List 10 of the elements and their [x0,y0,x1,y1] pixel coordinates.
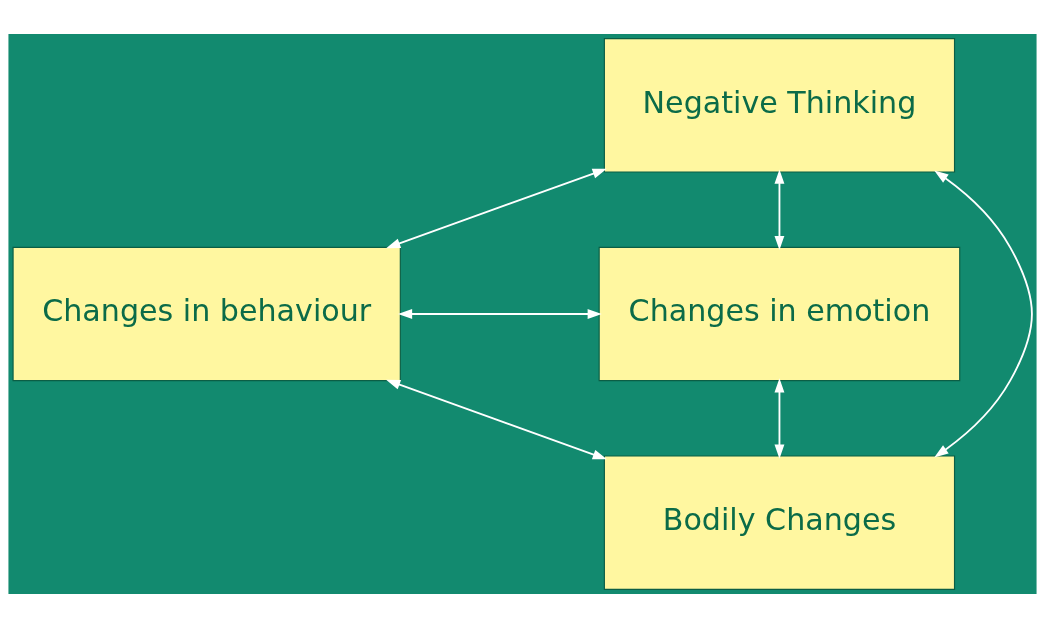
arrow [774,169,785,250]
arrow [934,170,1033,457]
arrow [386,168,607,248]
node-box: Changes in emotion [598,246,961,381]
arrow [774,377,785,459]
node-box: Bodily Changes [603,454,956,590]
node-box: Negative Thinking [603,37,956,173]
arrow [386,379,607,459]
node-box: Changes in behaviour [12,246,401,381]
arrow [397,308,602,319]
